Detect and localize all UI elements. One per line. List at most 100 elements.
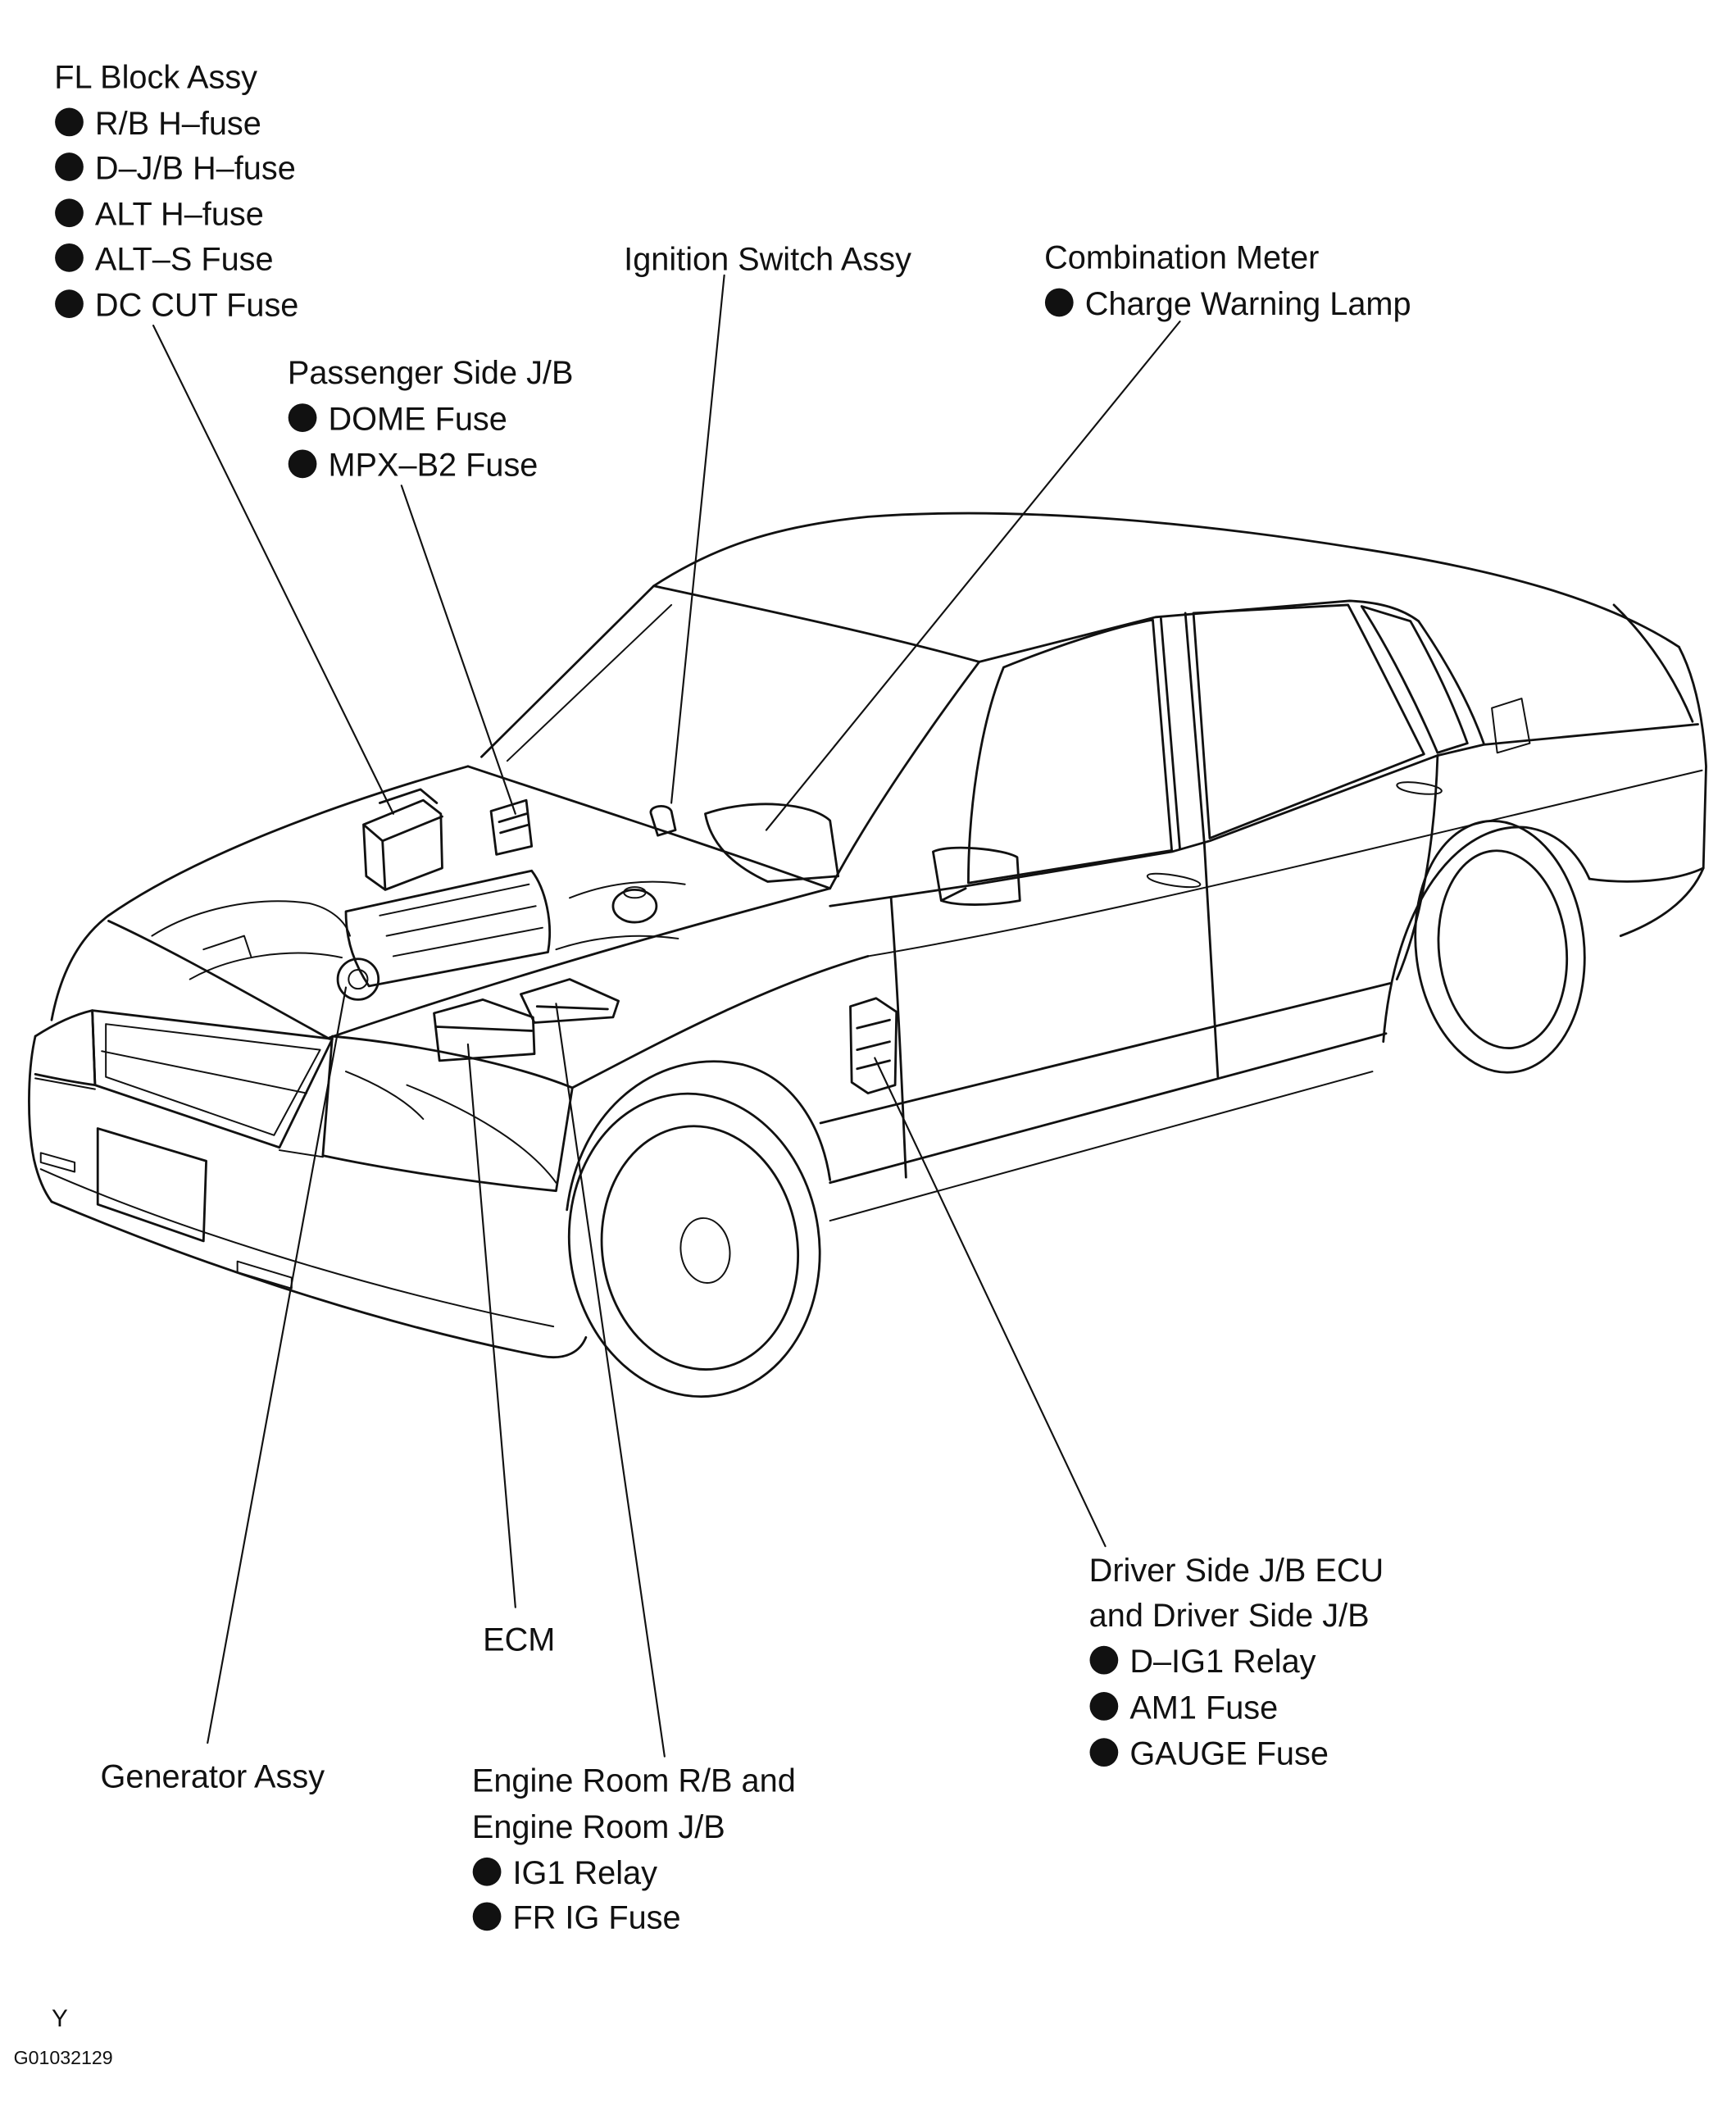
rear-door-window — [1192, 603, 1425, 839]
rear-wheel-arch — [1382, 825, 1591, 1044]
front-fender-line — [570, 955, 870, 1089]
center-door-gap — [1202, 842, 1220, 1079]
callout-ignition-switch: Ignition Switch Assy — [624, 241, 911, 277]
bullet-icon — [55, 107, 84, 137]
passenger-side-jb-drawing — [489, 798, 534, 856]
near-hood-edge — [328, 887, 832, 1039]
leader-fl-block — [152, 325, 394, 815]
driver-side-jb-drawing — [849, 997, 898, 1094]
bullet-icon — [1089, 1645, 1119, 1675]
driver-jb-title-line: Driver Side J/B ECU — [1089, 1553, 1384, 1589]
passenger-jb-item: DOME Fuse — [328, 401, 507, 437]
leader-passenger-jb — [400, 484, 516, 815]
combination-meter-title: Combination Meter — [1044, 240, 1319, 276]
bullet-icon — [1044, 288, 1074, 317]
bumper-side — [28, 1035, 53, 1203]
engine-room-item: IG1 Relay — [513, 1855, 658, 1891]
leader-generator — [207, 986, 348, 1744]
rear-tire — [1414, 820, 1586, 1074]
roof-outline — [480, 512, 1680, 758]
windshield-top — [652, 584, 981, 663]
reservoir-cap — [623, 886, 647, 899]
rear-door-gap — [1395, 754, 1439, 980]
bullet-icon — [288, 449, 317, 479]
headlight-detail — [345, 1071, 557, 1184]
generator-drawing — [336, 957, 380, 1001]
bumper-bottom — [50, 1200, 588, 1358]
engine-room-title-line: Engine Room J/B — [472, 1809, 725, 1845]
combination-meter-item: Charge Warning Lamp — [1085, 286, 1411, 322]
leader-driver-jb — [874, 1057, 1107, 1548]
bullet-icon — [1089, 1692, 1119, 1721]
engine-cover-ribs — [379, 883, 543, 957]
bullet-icon — [472, 1857, 502, 1886]
bullet-icon — [55, 243, 84, 272]
lower-door-line — [819, 982, 1392, 1125]
fl-block-assy-drawing — [362, 788, 443, 891]
hood-front-corner — [50, 914, 110, 1021]
fuel-door — [1491, 698, 1531, 754]
engine-bay-lines — [151, 880, 686, 980]
cowl-line — [466, 765, 832, 890]
driver-jb-item: GAUGE Fuse — [1129, 1736, 1329, 1772]
generator-title: Generator Assy — [101, 1759, 325, 1795]
ecm-title: ECM — [483, 1622, 555, 1658]
front-door-gap — [889, 896, 907, 1179]
ignition-switch-title: Ignition Switch Assy — [624, 241, 911, 277]
driver-jb-title-line: and Driver Side J/B — [1089, 1598, 1370, 1634]
beltline — [829, 723, 1699, 907]
figure-footer: Y G01032129 — [14, 2005, 113, 2068]
callout-driver-jb: Driver Side J/B ECU and Driver Side J/B … — [1089, 1553, 1384, 1772]
fl-block-item: ALT–S Fuse — [95, 241, 274, 277]
quarter-window — [1360, 605, 1469, 754]
leader-engine-room — [555, 1003, 666, 1758]
leader-combination-meter — [765, 321, 1181, 831]
bullet-icon — [55, 289, 84, 318]
callout-combination-meter: Combination Meter Charge Warning Lamp — [1044, 240, 1411, 322]
grille-inner — [101, 1023, 321, 1136]
driver-jb-item: AM1 Fuse — [1129, 1690, 1278, 1726]
bullet-icon — [55, 152, 84, 181]
fog-lamps — [39, 1152, 293, 1289]
callout-ecm: ECM — [483, 1622, 555, 1658]
fl-block-item: DC CUT Fuse — [95, 288, 298, 324]
generator-pulley — [348, 968, 369, 990]
roof-near-edge — [978, 599, 1420, 663]
bullet-icon — [1089, 1738, 1119, 1767]
front-door-window — [967, 618, 1174, 885]
ecm-drawing — [433, 998, 536, 1062]
left-headlight — [34, 1009, 97, 1087]
bumper-lip — [39, 1168, 555, 1328]
engine-room-rb-drawing — [520, 978, 620, 1024]
front-door-handle — [1146, 872, 1202, 889]
fl-block-item: D–J/B H–fuse — [95, 150, 296, 186]
leader-lines — [152, 274, 1181, 1758]
fl-block-item: R/B H–fuse — [95, 106, 261, 142]
leader-ecm — [466, 1043, 516, 1608]
combination-meter-drawing — [704, 803, 840, 883]
rear-door-handle — [1396, 781, 1443, 795]
bullet-icon — [472, 1902, 502, 1931]
front-wheel-arch — [566, 1060, 832, 1212]
engine-cover — [344, 869, 551, 988]
front-rim — [600, 1125, 800, 1371]
figure-marker: Y — [52, 2005, 68, 2032]
passenger-jb-item: MPX–B2 Fuse — [328, 448, 538, 484]
near-a-pillar — [829, 661, 981, 890]
right-headlight — [321, 1035, 574, 1193]
leader-ignition-switch — [670, 274, 725, 804]
rocker-panel — [829, 1032, 1388, 1185]
b-pillar — [1159, 612, 1206, 851]
bullet-icon — [288, 403, 317, 432]
door-mirror — [932, 846, 1021, 906]
hood-lip — [107, 920, 331, 1040]
reservoir-tank — [611, 888, 658, 924]
ignition-switch-drawing — [649, 805, 677, 837]
rear-rim — [1437, 849, 1569, 1049]
lower-sill — [829, 1071, 1374, 1222]
rear-lower-body — [1588, 866, 1705, 883]
passenger-jb-title: Passenger Side J/B — [288, 355, 574, 391]
driver-jb-item: D–IG1 Relay — [1129, 1644, 1316, 1680]
callout-fl-block: FL Block Assy R/B H–fuse D–J/B H–fuse AL… — [54, 60, 298, 324]
figure-code: G01032129 — [14, 2047, 113, 2068]
